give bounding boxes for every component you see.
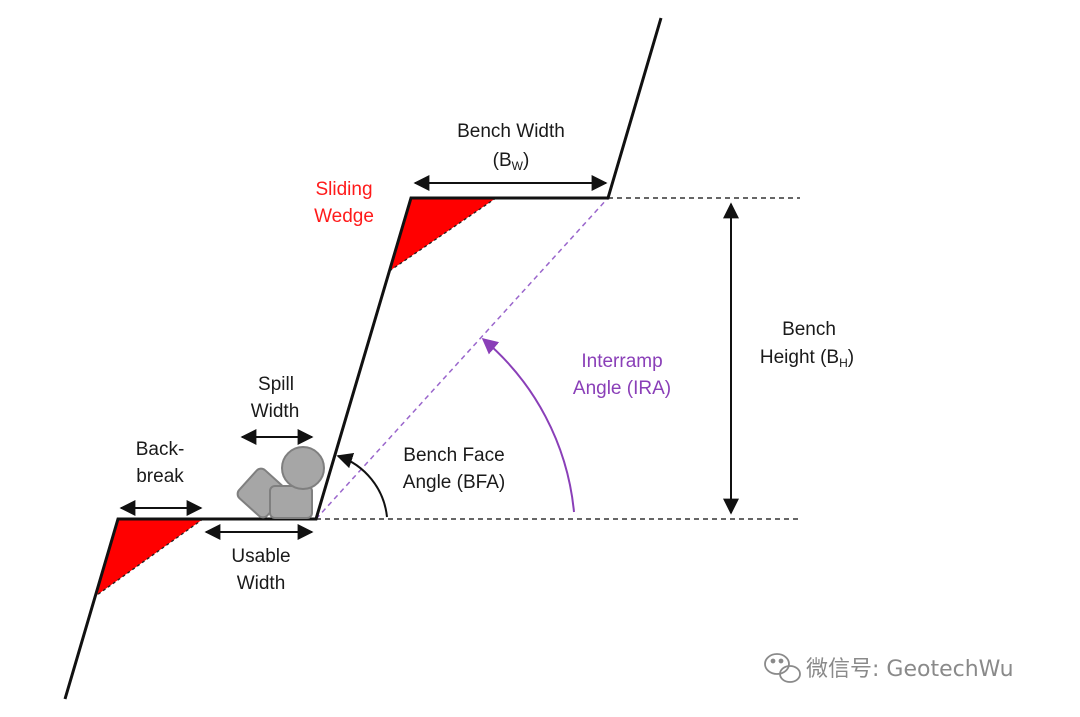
spill-width-label-line1: Spill <box>258 374 294 395</box>
bench-width-label: Bench Width <box>457 121 565 142</box>
slope-profile <box>63 17 663 700</box>
watermark-text: 微信号: GeotechWu <box>806 657 1014 682</box>
bench-face-label-line2: Angle (BFA) <box>403 472 505 493</box>
interramp-line <box>315 197 609 520</box>
backbreak-label-line2: break <box>136 466 184 487</box>
slide-plane-upper <box>387 197 497 273</box>
usable-width-label-line1: Usable <box>231 546 290 567</box>
bench-face-label-line1: Bench Face <box>403 445 504 466</box>
bfa-arc <box>336 452 388 518</box>
spilled-rocks <box>236 446 325 519</box>
bench-width-symbol: (BW) <box>493 150 530 173</box>
slide-plane-lower <box>96 518 204 596</box>
bench-height-label-line1: Bench <box>782 319 836 340</box>
backbreak-label-line1: Back- <box>136 439 185 460</box>
ira-arc <box>481 337 575 513</box>
bench-height-label-line2: Height (BH) <box>760 347 854 370</box>
usable-width-label-line2: Width <box>237 573 286 594</box>
sliding-wedge-label-line1: Sliding <box>315 179 372 200</box>
interramp-label-line1: Interramp <box>581 351 662 372</box>
spill-width-label-line2: Width <box>251 401 300 422</box>
interramp-label-line2: Angle (IRA) <box>573 378 671 399</box>
sliding-wedge-label-line2: Wedge <box>314 206 374 227</box>
wechat-icon <box>764 653 801 683</box>
